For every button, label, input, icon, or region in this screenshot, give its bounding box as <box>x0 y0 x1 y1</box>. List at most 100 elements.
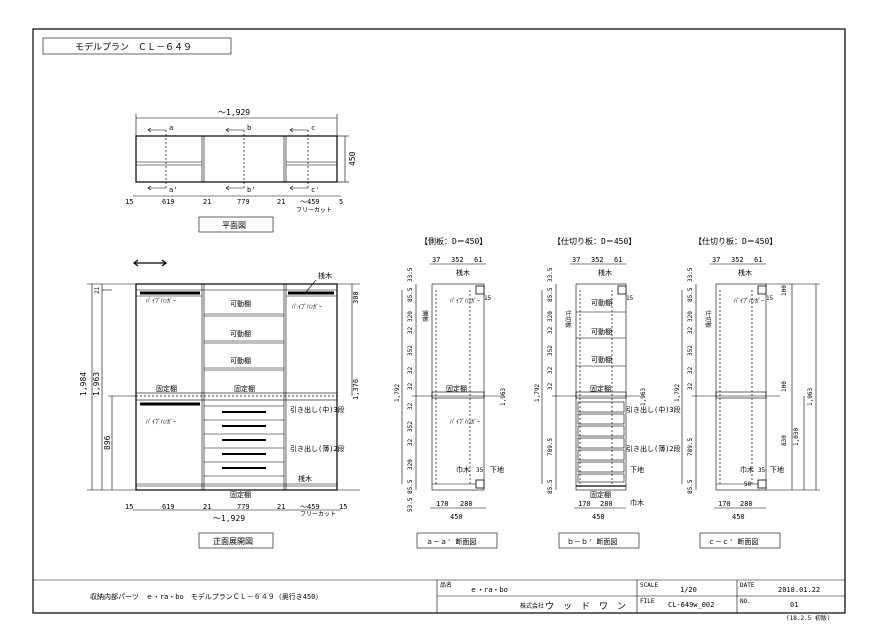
section-a-label-post: 桟木 <box>456 268 470 277</box>
title-box <box>42 37 232 55</box>
section-a-caption: ａ－ａ' 断面図 <box>426 537 476 546</box>
footer-no-label: NO. <box>740 598 751 605</box>
section-c-heading: 【仕切り板：D＝450】 <box>694 236 777 246</box>
section-c-label-post: 桟木 <box>738 268 752 277</box>
section-a-label-hanger1: ﾊﾟｲﾌﾟﾊﾝｶﾞｰ <box>450 298 480 305</box>
section-c-label-baseboard: 巾木 <box>740 465 754 474</box>
sheet-border <box>32 28 846 614</box>
section-a-label-side: 側板 <box>421 310 429 322</box>
section-c-right-830: 830 <box>781 435 788 446</box>
section-b-dim-320: 320 <box>547 311 554 322</box>
front-label-movable2: 可動棚 <box>230 329 251 338</box>
footer-scale-label: SCALE <box>640 582 658 589</box>
front-dim-459: ～459 <box>300 503 320 511</box>
section-c-bottom-280: 280 <box>740 500 753 508</box>
front-dim-15a: 15 <box>125 503 133 511</box>
section-b-label-fixed: 固定棚 <box>590 384 611 393</box>
plan-overall-dim: ～1,929 <box>218 108 250 117</box>
section-a-dim-53: 53.5 <box>407 497 414 512</box>
section-a-bottom-450: 450 <box>450 513 463 521</box>
front-label-post2: 桟木 <box>298 474 312 483</box>
front-height-896: 896 <box>103 435 112 450</box>
section-a-bottom-280: 280 <box>460 500 473 508</box>
section-a-label-base: 下地 <box>490 465 504 474</box>
section-c-top-37: 37 <box>712 256 720 264</box>
plan-dim-21a: 21 <box>203 198 211 206</box>
section-b-label-drawer-mid: 引き出し(中)3段 <box>626 405 681 414</box>
front-elevation: 1,984 1,963 896 21 <box>79 259 360 549</box>
section-b-dim-1792: 1,792 <box>534 384 541 402</box>
front-right-300: 300 <box>352 291 360 304</box>
front-label-drawer-mid: 引き出し(中)3段 <box>290 405 345 414</box>
section-b-dim-85b: 85.5 <box>547 479 554 494</box>
section-b-dim-85a: 85.5 <box>547 287 554 302</box>
section-a: 【側板：D＝450】 37 352 61 桟木 ﾊﾟｲﾌﾟﾊﾝｶﾞｰ 側板 固定… <box>394 236 507 549</box>
front-dim-619: 619 <box>162 503 175 511</box>
section-b-dim-32b: 32 <box>547 366 554 374</box>
section-c-dim-1792: 1,792 <box>674 384 681 402</box>
section-b-label-fixed2: 固定棚 <box>590 490 611 499</box>
plan-dim-5: 5 <box>339 198 343 206</box>
section-b-label-drawer-thin: 引き出し(薄)2段 <box>626 444 681 453</box>
section-c-dim-32b: 32 <box>687 366 694 374</box>
section-a-top-37: 37 <box>432 256 440 264</box>
section-c-bottom-450: 450 <box>732 513 745 521</box>
section-a-dim-1792: 1,792 <box>394 384 401 402</box>
section-c-dim-789: 789.5 <box>687 438 694 456</box>
plan-dim-779: 779 <box>237 198 250 206</box>
section-b-dim-789: 789.5 <box>547 438 554 456</box>
front-label-movable1: 可動棚 <box>230 299 251 308</box>
plan-dim-21b: 21 <box>277 198 285 206</box>
footer-description: 収納内部パーツ ｅ・ra・bo モデルプランＣＬ－６４９（奥行き450） <box>90 592 322 601</box>
section-b-label-movable2: 可動棚 <box>591 327 612 336</box>
section-c-bottom-170: 170 <box>718 500 731 508</box>
plan-mark-b-prime: b' <box>247 186 255 194</box>
plan-view: ～1,929 a a' b b' c c' 450 15 619 <box>125 108 357 233</box>
section-c-label-hanger: ﾊﾟｲﾌﾟﾊﾝｶﾞｰ <box>734 298 764 305</box>
section-b-label-movable1: 可動棚 <box>591 298 612 307</box>
plan-mark-a-prime: a' <box>169 186 177 194</box>
plan-dim-619: 619 <box>162 198 175 206</box>
section-b-bottom-280: 280 <box>600 500 613 508</box>
section-views: 【側板：D＝450】 37 352 61 桟木 ﾊﾟｲﾌﾟﾊﾝｶﾞｰ 側板 固定… <box>394 236 820 549</box>
plan-depth-dim: 450 <box>348 151 357 166</box>
section-c-top-61: 61 <box>754 256 762 264</box>
section-c-label-50: 50 <box>744 481 752 488</box>
front-label-movable3: 可動棚 <box>230 356 251 365</box>
section-a-dim-32a: 32 <box>407 326 414 334</box>
front-label-post: 桟木 <box>318 271 332 280</box>
title-text: モデルプラン ＣＬ－６４９ <box>75 41 192 53</box>
section-c-right-100b: 100 <box>781 381 788 392</box>
section-c-label-partition: 仕切板 <box>704 310 712 328</box>
plan-mark-b: b <box>247 124 251 132</box>
section-b-label-15: 15 <box>626 295 634 302</box>
section-a-dim-352b: 352 <box>407 421 414 432</box>
section-b-top-61: 61 <box>614 256 622 264</box>
section-b-label-baseboard: 巾木 <box>630 498 644 507</box>
section-a-dim-32d: 32 <box>407 402 414 410</box>
section-a-dim-85a: 85.5 <box>407 287 414 302</box>
section-c-dim-85b: 85.5 <box>687 479 694 494</box>
front-height-21: 21 <box>94 286 101 294</box>
section-b-heading: 【仕切り板：D＝450】 <box>553 236 636 246</box>
footer-revision: (18.2.5 初版) <box>786 614 831 622</box>
section-b-label-post: 桟木 <box>598 268 612 277</box>
footer-maker: ウ ッ ド ワ ン <box>545 601 626 612</box>
front-overall-dim: ～1,929 <box>213 514 245 523</box>
front-right-1376: 1,376 <box>352 379 360 400</box>
front-label-hanger2: ﾊﾟｲﾌﾟﾊﾝｶﾞｰ <box>146 419 176 426</box>
section-a-label-15: 15 <box>484 295 492 302</box>
front-dim-21b: 21 <box>277 503 285 511</box>
plan-mark-c: c <box>311 124 315 132</box>
section-c-dim-32c: 32 <box>687 382 694 390</box>
front-label-fixed1: 固定棚 <box>156 384 177 393</box>
section-a-label-35: 35 <box>476 467 484 474</box>
section-c-label-35: 35 <box>758 467 766 474</box>
section-a-dim-352a: 352 <box>407 345 414 356</box>
section-a-label-baseboard: 巾木 <box>456 465 470 474</box>
section-b: 【仕切り板：D＝450】 37 352 61 桟木 可動棚 仕切板 <box>534 236 681 549</box>
section-c-right-1030: 1,030 <box>793 428 800 446</box>
front-label-hanger1: ﾊﾟｲﾌﾟﾊﾝｶﾞｰ <box>146 298 176 305</box>
section-c-label-base: 下地 <box>770 465 784 474</box>
